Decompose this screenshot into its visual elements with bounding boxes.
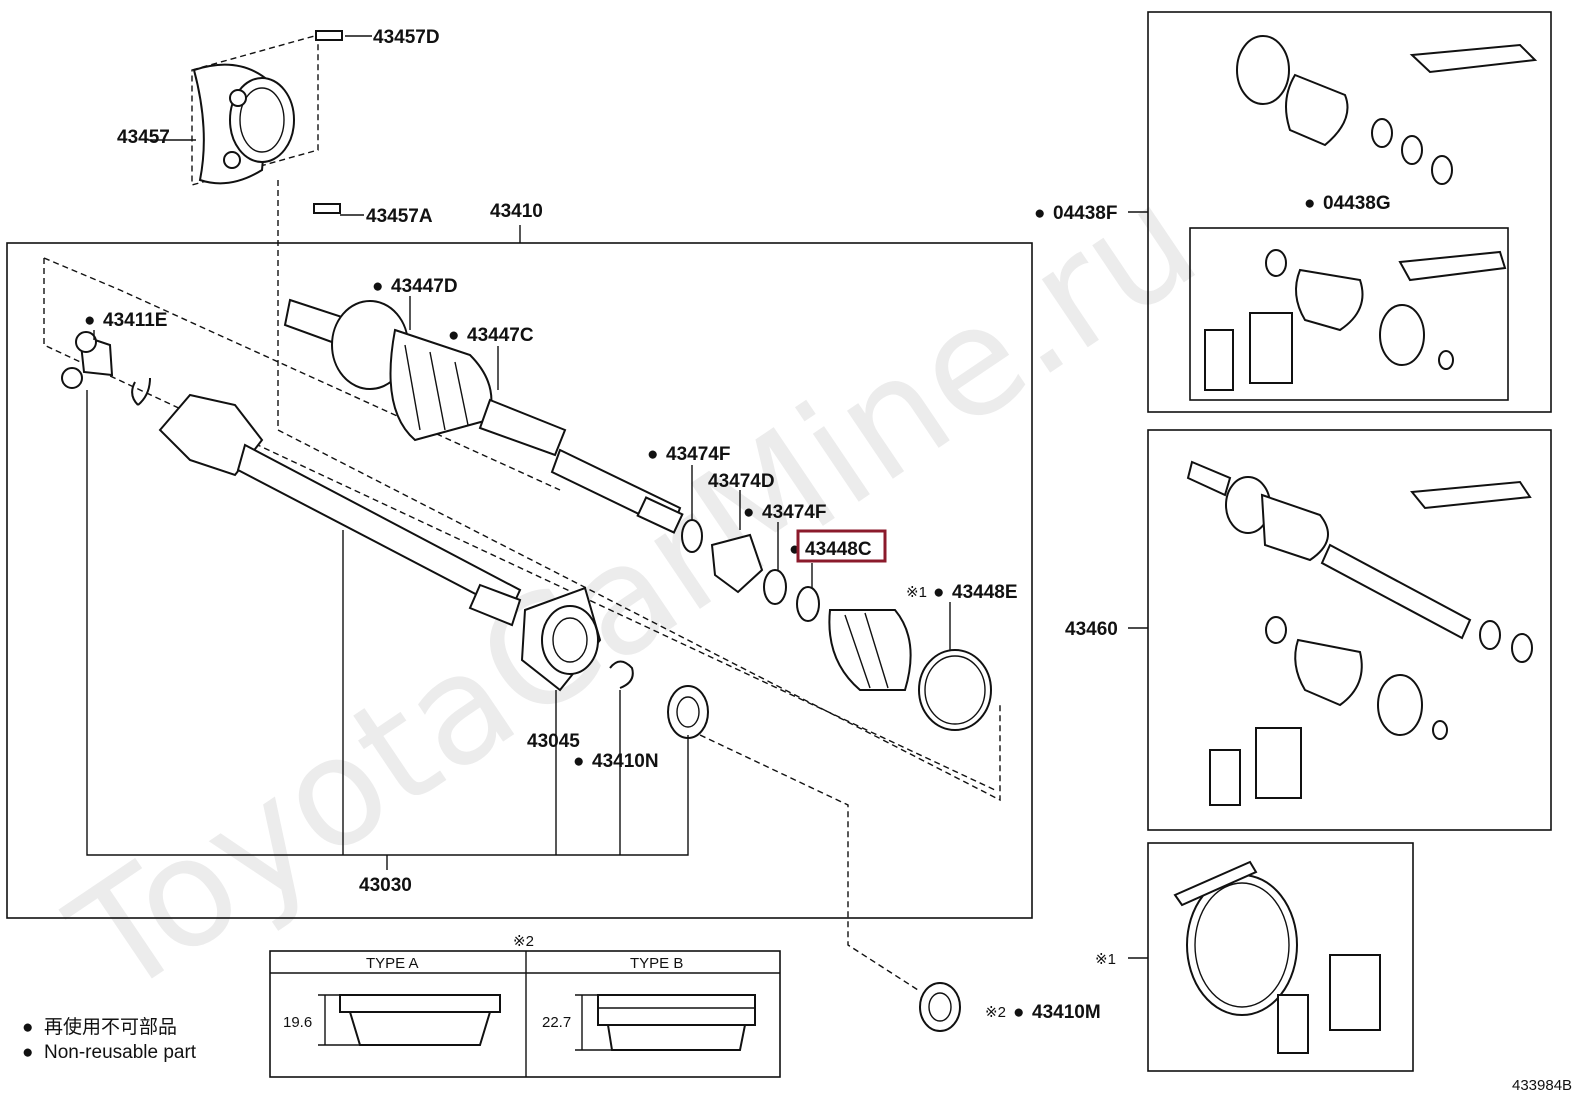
part-label-43457A[interactable]: 43457A xyxy=(366,206,433,227)
type-b-header: TYPE B xyxy=(630,955,683,972)
part-label-43410M[interactable]: 43410M xyxy=(1032,1002,1101,1023)
non-reusable-dot: ● xyxy=(789,539,800,560)
non-reusable-dot: ● xyxy=(22,1042,33,1063)
part-label-43448E[interactable]: 43448E xyxy=(952,582,1018,603)
note-mark-2: ※2 xyxy=(985,1004,1006,1021)
legend-japanese: 再使用不可部品 xyxy=(44,1016,177,1038)
part-label-43411E[interactable]: 43411E xyxy=(103,310,167,331)
type-a-dimension: 19.6 xyxy=(283,1014,312,1031)
part-label-43460[interactable]: 43460 xyxy=(1065,619,1118,640)
non-reusable-dot: ● xyxy=(84,310,95,331)
non-reusable-dot: ● xyxy=(573,751,584,772)
non-reusable-dot: ● xyxy=(1304,193,1315,214)
non-reusable-dot: ● xyxy=(448,325,459,346)
part-label-04438F[interactable]: 04438F xyxy=(1053,203,1117,224)
rings-drawing xyxy=(681,519,992,731)
type-b-dimension: 22.7 xyxy=(542,1014,571,1031)
part-label-43045[interactable]: 43045 xyxy=(527,731,580,752)
legend-english: Non-reusable part xyxy=(44,1042,197,1063)
note-mark-1: ※1 xyxy=(906,584,927,601)
non-reusable-dot: ● xyxy=(1013,1002,1024,1023)
non-reusable-dot: ● xyxy=(743,502,754,523)
type-table-note: ※2 xyxy=(513,933,534,950)
part-label-43030[interactable]: 43030 xyxy=(359,875,412,896)
part-label-43474F-2[interactable]: 43474F xyxy=(762,502,826,523)
bearing-bracket-drawing xyxy=(191,30,343,214)
diagram-id: 433984B xyxy=(1512,1077,1572,1094)
part-label-43447D[interactable]: 43447D xyxy=(391,276,458,297)
inboard-joint-drawing xyxy=(61,331,709,739)
highlight-43448C xyxy=(796,529,887,563)
non-reusable-dot: ● xyxy=(933,582,944,603)
non-reusable-dot: ● xyxy=(1034,203,1045,224)
part-label-43474D[interactable]: 43474D xyxy=(708,471,775,492)
part-label-43410[interactable]: 43410 xyxy=(490,201,543,222)
outboard-joint-drawing xyxy=(283,298,684,534)
clamp-box xyxy=(1147,842,1414,1072)
type-table xyxy=(269,950,781,1078)
clamp-kit-drawing xyxy=(1173,860,1381,1054)
part-label-43457[interactable]: 43457 xyxy=(117,127,170,148)
part-label-43448C[interactable]: 43448C xyxy=(805,539,872,560)
part-label-43447C[interactable]: 43447C xyxy=(467,325,534,346)
kit-box-04438G xyxy=(1189,227,1509,401)
non-reusable-dot: ● xyxy=(647,444,658,465)
part-label-04438G[interactable]: 04438G xyxy=(1323,193,1391,214)
part-label-43410N[interactable]: 43410N xyxy=(592,751,659,772)
non-reusable-dot: ● xyxy=(372,276,383,297)
oil-seal-43410m-drawing xyxy=(919,982,961,1032)
type-a-header: TYPE A xyxy=(366,955,419,972)
non-reusable-dot: ● xyxy=(22,1017,33,1038)
watermark: ToyotaCarMine.ru xyxy=(42,153,1226,1031)
note-mark-1-box: ※1 xyxy=(1095,951,1116,968)
part-label-43457D[interactable]: 43457D xyxy=(373,27,440,48)
part-label-43474F[interactable]: 43474F xyxy=(666,444,730,465)
kit-box-43460 xyxy=(1147,429,1552,831)
boot-kit-drawing-1 xyxy=(1204,35,1538,391)
shaft-kit-drawing xyxy=(1186,460,1533,806)
